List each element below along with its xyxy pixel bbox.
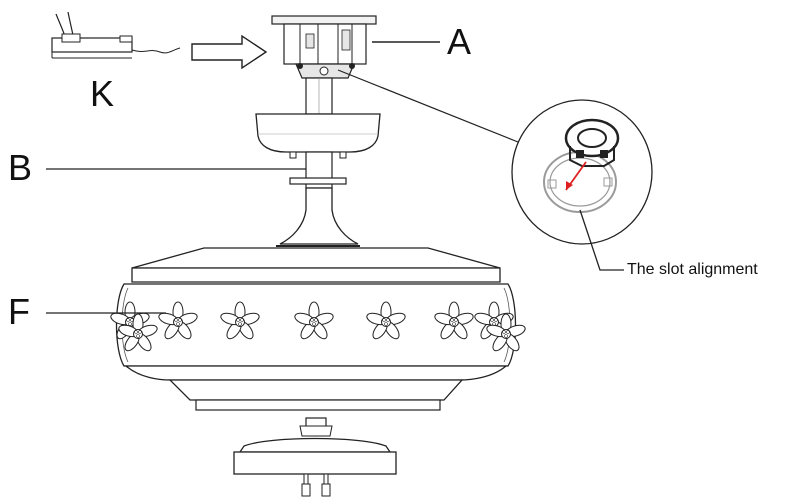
slot-alignment-detail (511, 99, 653, 245)
detail-callout-line (337, 69, 529, 147)
canopy (255, 113, 381, 153)
decor-band-f (108, 283, 528, 367)
mounting-bracket-a (271, 15, 377, 79)
label-slot-alignment: The slot alignment (627, 261, 758, 278)
housing-bottom (124, 365, 508, 381)
label-a: A (447, 21, 472, 62)
label-b: B (8, 147, 33, 188)
label-k: K (90, 73, 115, 114)
label-f: F (8, 291, 30, 332)
receiver-k (51, 11, 181, 59)
insert-arrow (191, 34, 268, 70)
light-kit (238, 437, 392, 453)
housing-top (131, 247, 501, 269)
motor-coupling (279, 187, 359, 245)
leader-slot (579, 209, 624, 271)
